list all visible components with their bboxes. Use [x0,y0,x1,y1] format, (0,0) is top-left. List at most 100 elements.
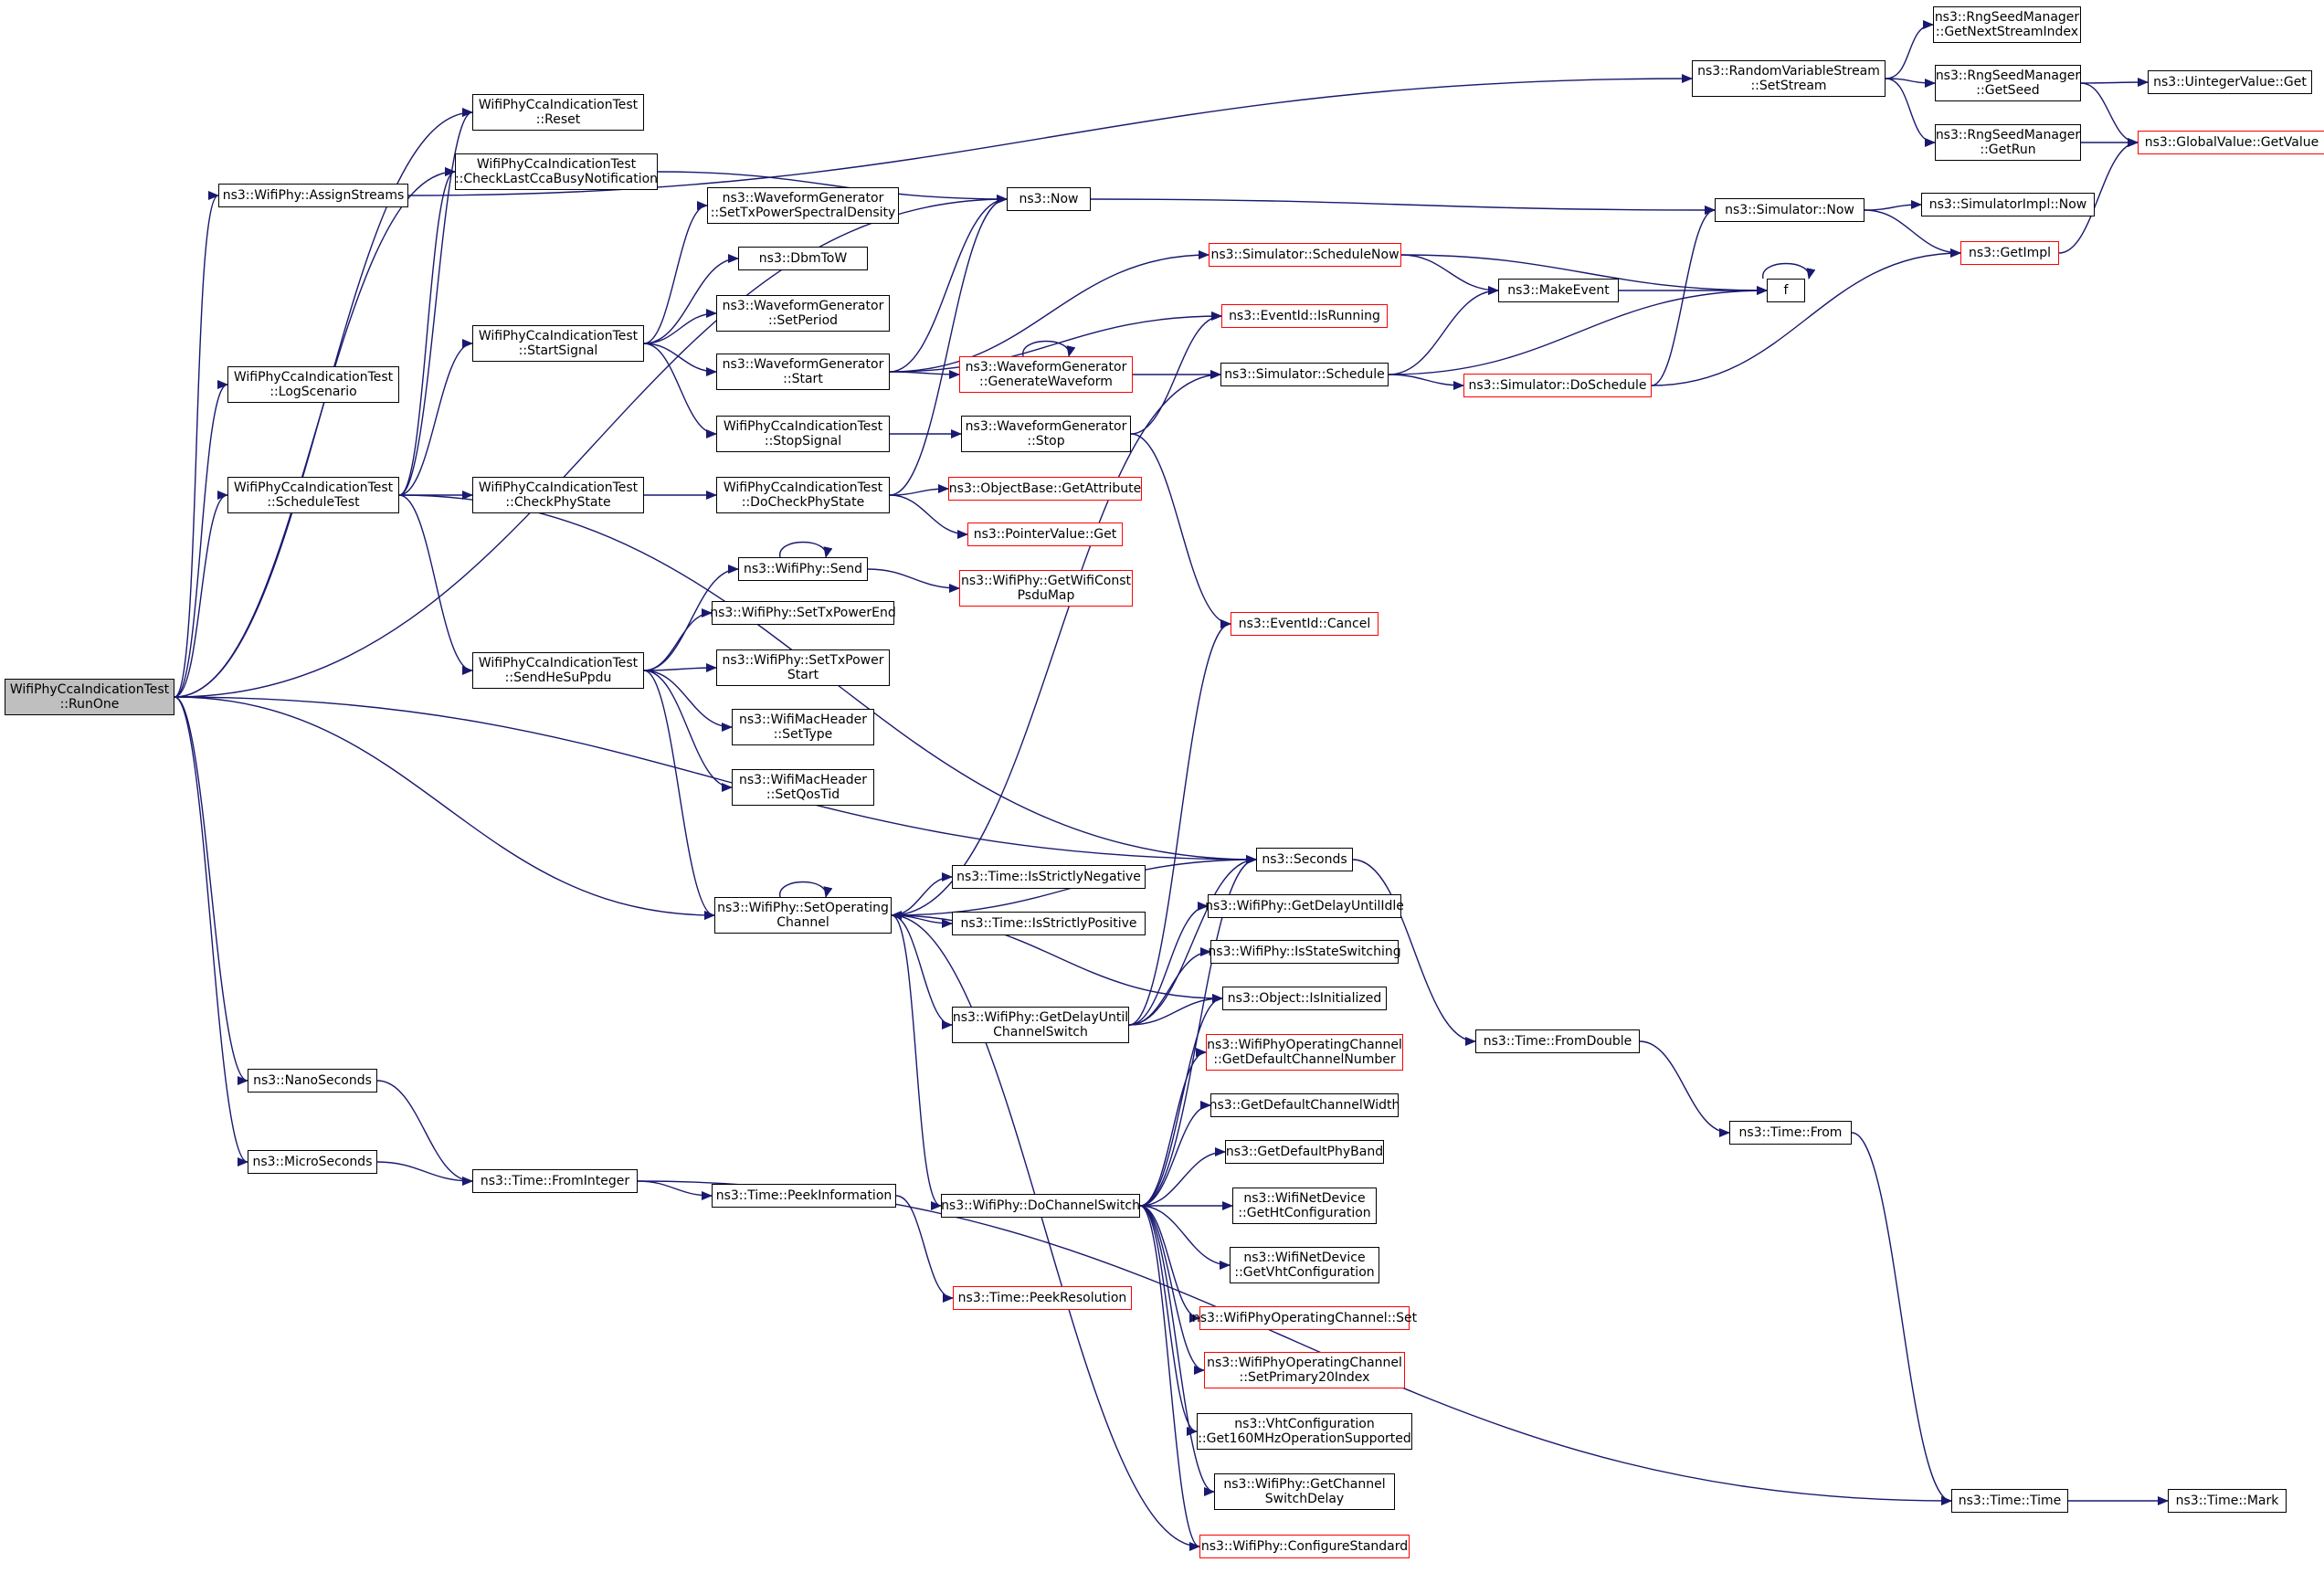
node-label: ns3::GetDefaultChannelWidth [1209,1098,1400,1113]
node-label: ns3::Time::IsStrictlyPositive [960,916,1137,931]
node-label: ns3::WaveformGenerator [722,299,884,313]
edge-n11-n23 [643,670,733,732]
node-wifiphyccaindicationtest-checkphystate[interactable]: WifiPhyCcaIndicationTest::CheckPhyState [472,477,644,513]
node-label: PsduMap [1017,588,1075,603]
node-wifiphyccaindicationtest-reset[interactable]: WifiPhyCcaIndicationTest::Reset [472,94,644,131]
node-ns3-simulator-doschedule[interactable]: ns3::Simulator::DoSchedule [1463,374,1652,397]
node-ns3-wifiphyoperatingchannel-setprimary20index[interactable]: ns3::WifiPhyOperatingChannel::SetPrimary… [1204,1352,1405,1388]
node-ns3-wifiphy-assignstreams[interactable]: ns3::WifiPhy::AssignStreams [218,184,408,207]
node-ns3-makeevent[interactable]: ns3::MakeEvent [1498,279,1619,302]
node-ns3-getdefaultchannelwidth[interactable]: ns3::GetDefaultChannelWidth [1209,1093,1400,1117]
node-ns3-wifiphy-send[interactable]: ns3::WifiPhy::Send [738,557,868,581]
node-label: ::LogScenario [269,385,357,399]
node-label: ::SendHeSuPpdu [504,670,612,685]
node-wifiphyccaindicationtest-sendhesuppdu[interactable]: WifiPhyCcaIndicationTest::SendHeSuPpdu [472,652,644,689]
node-ns3-globalvalue-getvalue[interactable]: ns3::GlobalValue::GetValue [2138,131,2324,154]
node-ns3-pointervalue-get[interactable]: ns3::PointerValue::Get [967,523,1123,546]
node-ns3-wifimacheader-settype[interactable]: ns3::WifiMacHeader::SetType [732,709,874,745]
node-ns3-wifiphy-isstateswitching[interactable]: ns3::WifiPhy::IsStateSwitching [1208,940,1401,964]
node-label: ::SetType [773,727,833,742]
node-wifiphyccaindicationtest-docheckphystate[interactable]: WifiPhyCcaIndicationTest::DoCheckPhyStat… [716,477,890,513]
node-ns3-eventid-cancel[interactable]: ns3::EventId::Cancel [1231,612,1379,636]
node-label: ns3::RngSeedManager [1934,10,2080,25]
node-wifiphyccaindicationtest-logscenario[interactable]: WifiPhyCcaIndicationTest::LogScenario [227,366,399,403]
node-ns3-time-peekresolution[interactable]: ns3::Time::PeekResolution [953,1286,1132,1310]
node-ns3-nanoseconds[interactable]: ns3::NanoSeconds [248,1069,377,1093]
edge-n0-n8 [174,167,456,698]
node-ns3-wifiphyoperatingchannel-getdefaultchannelnumber[interactable]: ns3::WifiPhyOperatingChannel::GetDefault… [1206,1034,1403,1071]
node-ns3-time-frominteger[interactable]: ns3::Time::FromInteger [472,1169,638,1193]
node-ns3-objectbase-getattribute[interactable]: ns3::ObjectBase::GetAttribute [948,477,1142,501]
node-ns3-rngseedmanager-getrun[interactable]: ns3::RngSeedManager::GetRun [1935,124,2081,161]
node-label: ns3::WaveformGenerator [722,191,884,206]
node-ns3-simulator-now[interactable]: ns3::Simulator::Now [1715,198,1864,222]
node-ns3-simulator-schedule[interactable]: ns3::Simulator::Schedule [1220,363,1389,386]
node-ns3-wifimacheader-setqostid[interactable]: ns3::WifiMacHeader::SetQosTid [732,769,874,806]
node-label: ns3::WifiPhy::GetDelayUntilIdle [1205,899,1404,913]
edge-n6-n63 [1885,78,1936,147]
node-ns3-waveformgenerator-setperiod[interactable]: ns3::WaveformGenerator::SetPeriod [716,295,890,332]
node-ns3-time-isstrictlypositive[interactable]: ns3::Time::IsStrictlyPositive [952,912,1146,935]
node-ns3-vhtconfiguration-get160mhzoperationsupported[interactable]: ns3::VhtConfiguration::Get160MHzOperatio… [1197,1413,1412,1450]
edge-n52-n12 [891,911,1200,1547]
node-ns3-time-time[interactable]: ns3::Time::Time [1951,1489,2068,1513]
node-ns3-waveformgenerator-start[interactable]: ns3::WaveformGenerator::Start [716,354,890,390]
node-ns3-time-fromdouble[interactable]: ns3::Time::FromDouble [1475,1029,1640,1053]
node-label: ns3::Simulator::Now [1725,203,1854,217]
node-ns3-wifinetdevice-getvhtconfiguration[interactable]: ns3::WifiNetDevice::GetVhtConfiguration [1230,1247,1379,1283]
node-label: ::GetNextStreamIndex [1935,25,2079,39]
edge-n27-n40 [1128,902,1209,1026]
edge-n19-n35 [889,484,949,496]
edge-n3-n7 [398,108,473,496]
node-wifiphyccaindicationtest-scheduletest[interactable]: WifiPhyCcaIndicationTest::ScheduleTest [227,477,399,513]
node-label: ns3::WaveformGenerator [965,419,1127,434]
node-ns3-object-isinitialized[interactable]: ns3::Object::IsInitialized [1222,987,1387,1010]
node-ns3-time-peekinformation[interactable]: ns3::Time::PeekInformation [712,1184,896,1208]
node-ns3-rngseedmanager-getnextstreamindex[interactable]: ns3::RngSeedManager::GetNextStreamIndex [1933,6,2081,43]
node-ns3-eventid-isrunning[interactable]: ns3::EventId::IsRunning [1221,304,1388,328]
node-label: ns3::RngSeedManager [1935,128,2081,143]
node-ns3-uintegervalue-get[interactable]: ns3::UintegerValue::Get [2148,70,2312,94]
node-ns3-microseconds[interactable]: ns3::MicroSeconds [248,1150,377,1174]
node-label: ns3::WifiPhyOperatingChannel [1207,1038,1402,1052]
node-ns3-simulatorimpl-now[interactable]: ns3::SimulatorImpl::Now [1921,193,2095,216]
node-ns3-time-mark[interactable]: ns3::Time::Mark [2168,1489,2287,1513]
node-ns3-rngseedmanager-getseed[interactable]: ns3::RngSeedManager::GetSeed [1935,65,2081,101]
node-label: ns3::Time::Time [1958,1494,2062,1508]
edge-n19-n36 [889,494,968,539]
node-label: ::GetRun [1980,143,2036,157]
node-ns3-waveformgenerator-settxpowerspectraldensity[interactable]: ns3::WaveformGenerator::SetTxPowerSpectr… [707,187,899,224]
node-ns3-dbmtow[interactable]: ns3::DbmToW [738,247,868,270]
node-ns3-wifiphy-settxpowerend[interactable]: ns3::WifiPhy::SetTxPowerEnd [710,601,896,625]
node-f[interactable]: f [1767,279,1805,302]
node-ns3-simulator-schedulenow[interactable]: ns3::Simulator::ScheduleNow [1209,243,1401,267]
node-ns3-getdefaultphyband[interactable]: ns3::GetDefaultPhyBand [1225,1140,1384,1164]
node-ns3-time-from[interactable]: ns3::Time::From [1729,1121,1852,1145]
node-ns3-wifiphy-configurestandard[interactable]: ns3::WifiPhy::ConfigureStandard [1199,1535,1410,1558]
node-ns3-getimpl[interactable]: ns3::GetImpl [1960,241,2059,265]
node-ns3-waveformgenerator-stop[interactable]: ns3::WaveformGenerator::Stop [961,416,1131,452]
node-ns3-waveformgenerator-generatewaveform[interactable]: ns3::WaveformGenerator::GenerateWaveform [959,356,1133,393]
node-wifiphyccaindicationtest-stopsignal[interactable]: WifiPhyCcaIndicationTest::StopSignal [716,416,890,452]
node-ns3-wifiphyoperatingchannel-set[interactable]: ns3::WifiPhyOperatingChannel::Set [1192,1306,1417,1330]
node-wifiphyccaindicationtest-checklastccabusynotification[interactable]: WifiPhyCcaIndicationTest::CheckLastCcaBu… [455,153,658,190]
node-ns3-randomvariablestream-setstream[interactable]: ns3::RandomVariableStream::SetStream [1692,60,1886,97]
edge-n0-n39 [174,696,1257,864]
edge-n12-n28 [891,914,942,1210]
node-label: ns3::Time::Mark [2175,1494,2279,1508]
node-ns3-wifinetdevice-gethtconfiguration[interactable]: ns3::WifiNetDevice::GetHtConfiguration [1232,1188,1377,1224]
node-ns3-seconds[interactable]: ns3::Seconds [1256,848,1353,871]
node-ns3-wifiphy-dochannelswitch[interactable]: ns3::WifiPhy::DoChannelSwitch [941,1194,1140,1218]
node-wifiphyccaindicationtest-startsignal[interactable]: WifiPhyCcaIndicationTest::StartSignal [472,325,644,362]
node-ns3-now[interactable]: ns3::Now [1007,187,1091,211]
node-label: ns3::Time::IsStrictlyNegative [956,870,1141,884]
node-ns3-wifiphy-getdelayuntilidle[interactable]: ns3::WifiPhy::GetDelayUntilIdle [1205,894,1404,918]
node-ns3-time-isstrictlynegative[interactable]: ns3::Time::IsStrictlyNegative [952,865,1146,889]
node-label: ns3::Simulator::ScheduleNow [1210,248,1400,262]
edge-n58-n60 [1864,209,1961,258]
